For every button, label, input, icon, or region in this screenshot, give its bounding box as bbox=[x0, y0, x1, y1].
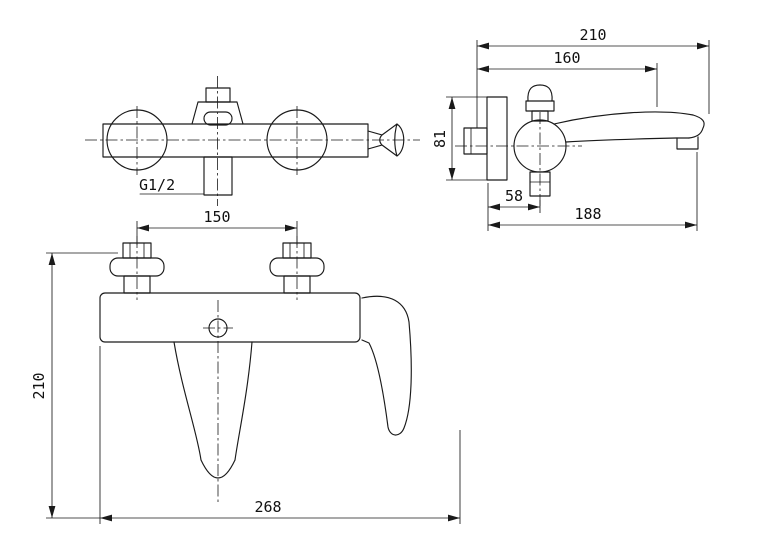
faucet-body-front bbox=[99, 292, 361, 343]
wall-plate bbox=[486, 96, 508, 181]
dim-81-label: 81 bbox=[431, 130, 449, 148]
cartridge-slot bbox=[203, 111, 233, 126]
lever-cap-side bbox=[527, 84, 553, 102]
dimension-front-height: 210 bbox=[30, 252, 118, 519]
top-view: G1/2 bbox=[85, 76, 420, 206]
lever-base-side bbox=[525, 100, 555, 112]
dim-188-label: 188 bbox=[574, 205, 601, 223]
aerator-outlet bbox=[676, 136, 699, 150]
spout-bottom-edge bbox=[565, 137, 690, 143]
dimension-side-height: 81 bbox=[431, 96, 487, 181]
dim-210-side-label: 210 bbox=[579, 26, 606, 44]
lever-handle-front bbox=[361, 295, 412, 436]
dim-268-label: 268 bbox=[254, 498, 281, 516]
dim-150-label: 150 bbox=[203, 208, 230, 226]
bottom-outlet-side bbox=[529, 171, 551, 197]
dim-210-front-label: 210 bbox=[30, 372, 48, 399]
dimension-connection-centers: 150 bbox=[136, 208, 298, 245]
dimension-side-wall-to-outlet: 58 bbox=[487, 183, 541, 231]
extension-lines bbox=[99, 346, 461, 524]
extension-lines bbox=[46, 252, 118, 519]
thread-size-label: G1/2 bbox=[139, 176, 175, 194]
front-view: 210 268 bbox=[30, 236, 461, 524]
body-screw bbox=[208, 318, 228, 338]
dim-58-label: 58 bbox=[505, 187, 523, 205]
lever-top-plan bbox=[205, 87, 231, 103]
dimension-side-reach: 188 bbox=[488, 152, 698, 231]
spout-nose bbox=[688, 114, 705, 139]
side-view: 210 160 81 58 188 bbox=[431, 26, 710, 231]
faucet-body-plan bbox=[102, 123, 369, 158]
wall-connector bbox=[463, 127, 488, 155]
left-hex-facets bbox=[129, 242, 145, 259]
dimension-front-width: 268 bbox=[99, 346, 461, 524]
spout-front-outline bbox=[173, 341, 253, 479]
dimension-side-spout-depth: 160 bbox=[477, 49, 658, 107]
extension-lines bbox=[476, 40, 710, 128]
dimension-side-total-depth: 210 bbox=[476, 26, 710, 128]
right-connection-circle bbox=[266, 109, 328, 171]
right-hex-facets bbox=[289, 242, 305, 259]
dim-160-label: 160 bbox=[553, 49, 580, 67]
left-connection-circle bbox=[106, 109, 168, 171]
spout-top-edge bbox=[553, 111, 694, 125]
bottom-outlet-plan bbox=[203, 156, 233, 196]
spout-bell-plan bbox=[367, 123, 405, 157]
